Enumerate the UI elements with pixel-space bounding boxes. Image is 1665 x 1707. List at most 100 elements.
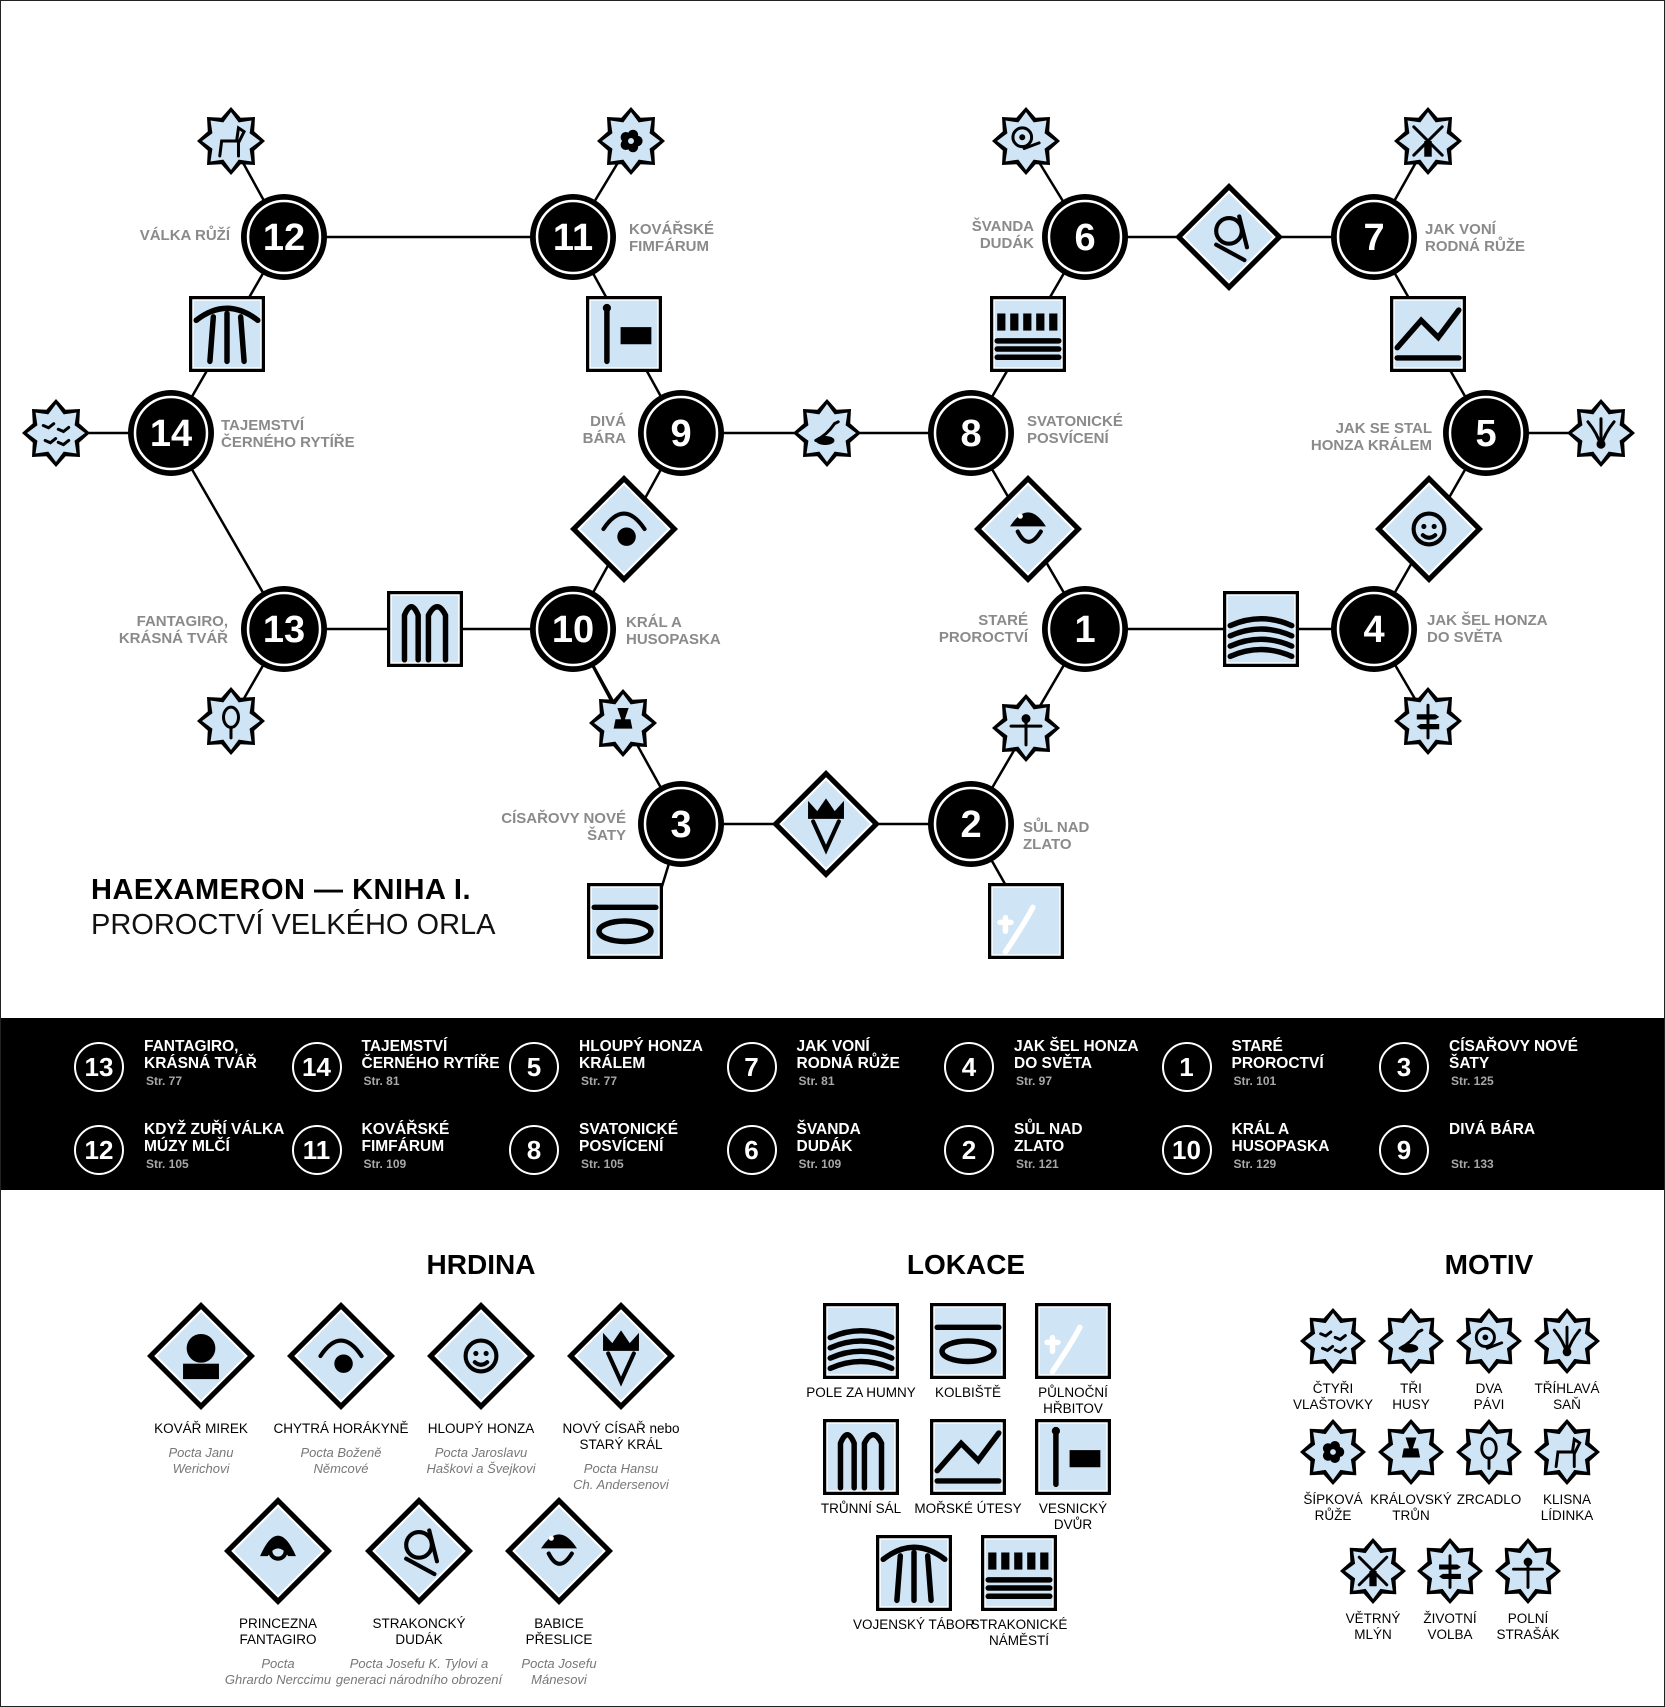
chapter-page: Str. 109 xyxy=(363,1157,407,1171)
legend-title-motiv: MOTIV xyxy=(1444,1249,1534,1280)
chapter-number: 7 xyxy=(726,1042,777,1092)
node-number: 10 xyxy=(552,609,594,651)
legend-name: KOVÁŘ MIREK xyxy=(154,1421,248,1436)
throne-icon xyxy=(1378,1419,1444,1485)
chapter-name: FANTAGIRO, KRÁSNÁ TVÁŘ xyxy=(144,1038,257,1072)
geese-icon xyxy=(1378,1308,1444,1374)
field-icon xyxy=(823,1303,899,1379)
chapter-name: DIVÁ BÁRA xyxy=(1449,1121,1536,1138)
legend-homage: Pocta Boženě Němcové xyxy=(300,1445,382,1476)
legend-name: ŠÍPKOVÁ RŮŽE xyxy=(1303,1492,1363,1523)
node-number: 7 xyxy=(1363,217,1384,259)
chapter-page: Str. 81 xyxy=(798,1074,835,1088)
legend-homage: Pocta Josefu K. Tylovi a generaci národn… xyxy=(335,1656,503,1687)
chapter-page: Str. 97 xyxy=(1016,1074,1053,1088)
legend-hero-1: CHYTRÁ HORÁKYNĚ Pocta Boženě Němcové xyxy=(211,1421,471,1477)
node-12: 12 xyxy=(241,194,327,280)
node-label-6: ŠVANDA DUDÁK xyxy=(971,218,1034,252)
town-square-icon xyxy=(981,1535,1057,1611)
clever-girl-icon xyxy=(570,475,678,583)
chapter-number: 10 xyxy=(1161,1125,1212,1175)
chapter-page: Str. 105 xyxy=(581,1157,624,1171)
node-label-14: TAJEMSTVÍ ČERNÉHO RYTÍŘE xyxy=(221,417,355,451)
node-label-3: CÍSAŘOVY NOVÉ ŠATY xyxy=(501,810,626,844)
chapter-page: Str. 77 xyxy=(146,1074,183,1088)
legend-homage: Pocta Hansu Ch. Andersenovi xyxy=(573,1461,669,1492)
legend-name: CHYTRÁ HORÁKYNĚ xyxy=(273,1421,409,1436)
node-number: 4 xyxy=(1363,609,1384,651)
peacock-icon xyxy=(1456,1308,1522,1374)
dragon-icon xyxy=(1534,1308,1600,1374)
chapter-name: JAK ŠEL HONZA DO SVĚTA xyxy=(1014,1038,1139,1072)
legend-name: TŘÍHLAVÁ SAŇ xyxy=(1534,1381,1600,1412)
signpost-icon xyxy=(1394,687,1462,755)
node-number: 12 xyxy=(263,217,305,259)
dragon-icon xyxy=(1567,399,1635,467)
chapter-page: Str. 109 xyxy=(798,1157,842,1171)
geese-icon xyxy=(793,399,861,467)
legend-motif-6: ZRCADLO xyxy=(1434,1492,1544,1508)
chapter-name: SŮL NAD ZLATO xyxy=(1014,1121,1083,1155)
mirror-icon xyxy=(197,687,265,755)
node-label-1: STARÉ PROROCTVÍ xyxy=(938,612,1028,646)
legend-name: ČTYŘI VLAŠTOVKY xyxy=(1292,1381,1374,1412)
chapter-number: 12 xyxy=(74,1125,124,1175)
chapter-name: KOVÁŘSKÉ FIMFÁRUM xyxy=(361,1121,450,1155)
node-6: 6 xyxy=(1042,194,1128,280)
witch-icon xyxy=(505,1497,613,1605)
legend-location-7: STRAKONICKÉ NÁMĚSTÍ xyxy=(949,1617,1089,1649)
legend-name: VĚTRNÝ MLÝN xyxy=(1345,1611,1401,1642)
village-yard-icon xyxy=(1035,1419,1111,1495)
windmill-icon xyxy=(1340,1538,1406,1604)
node-number: 3 xyxy=(670,804,691,846)
legend-name: PŮLNOČNÍ HŘBITOV xyxy=(1038,1385,1108,1416)
legend-name: KRÁLOVSKÝ TRŮN xyxy=(1370,1492,1452,1523)
town-square-icon xyxy=(990,296,1066,372)
mare-icon xyxy=(197,107,265,175)
node-9: 9 xyxy=(638,390,724,476)
chapter-page: Str. 125 xyxy=(1451,1074,1494,1088)
princess-icon xyxy=(224,1497,332,1605)
throne-hall-icon xyxy=(387,591,463,667)
legend-name: POLNÍ STRAŠÁK xyxy=(1496,1611,1560,1642)
legend-name: VESNICKÝ DVŮR xyxy=(1038,1501,1108,1532)
legend-name: NOVÝ CÍSAŘ nebo STARÝ KRÁL xyxy=(562,1421,680,1452)
node-label-4: JAK ŠEL HONZA DO SVĚTA xyxy=(1427,612,1548,646)
chapter-name: STARÉ PROROCTVÍ xyxy=(1231,1038,1324,1072)
village-yard-icon xyxy=(586,296,662,372)
legend-motif-1: TŘI HUSY xyxy=(1356,1381,1466,1413)
chapter-page: Str. 105 xyxy=(146,1157,189,1171)
node-13: 13 xyxy=(241,586,327,672)
title-line-2: PROROCTVÍ VELKÉHO ORLA xyxy=(91,909,496,941)
arena-icon xyxy=(587,883,663,959)
chapter-number: 8 xyxy=(509,1125,559,1175)
signpost-icon xyxy=(1417,1538,1483,1604)
legend-location-4: MOŘSKÉ ÚTESY xyxy=(898,1501,1038,1517)
chapter-page: Str. 81 xyxy=(363,1074,400,1088)
throne-icon xyxy=(589,689,657,757)
mirror-icon xyxy=(1456,1419,1522,1485)
node-number: 11 xyxy=(553,217,593,259)
legend-name: MOŘSKÉ ÚTESY xyxy=(914,1501,1022,1516)
node-2: 2 xyxy=(928,781,1014,867)
chapter-number: 11 xyxy=(291,1125,342,1175)
legend-location-3: TRŮNNÍ SÁL xyxy=(791,1501,931,1517)
legend-name: BABICE PŘESLICE xyxy=(525,1616,593,1647)
chapter-entry-7: 7 JAK VONÍ RODNÁ RŮŽE Str. 81 xyxy=(726,1038,942,1098)
mare-icon xyxy=(1534,1419,1600,1485)
legend-motif-4: ŠÍPKOVÁ RŮŽE xyxy=(1278,1492,1388,1524)
chapter-name: JAK VONÍ RODNÁ RŮŽE xyxy=(796,1038,900,1072)
node-1: 1 xyxy=(1042,586,1128,672)
node-label-2: SŮL NAD ZLATO xyxy=(1023,819,1090,853)
